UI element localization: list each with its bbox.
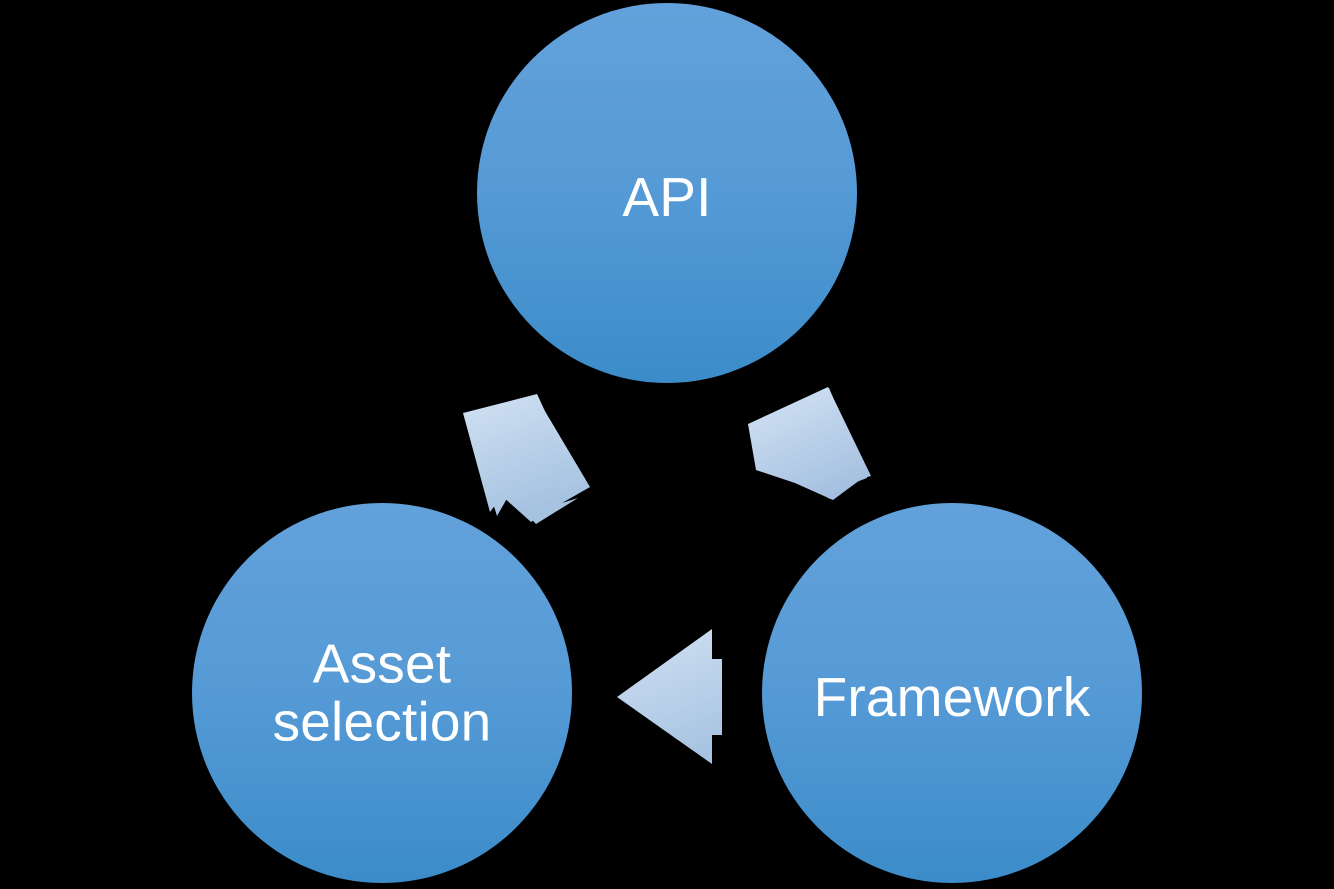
node-circle-asset-selection[interactable] [192, 503, 572, 883]
node-circle-framework[interactable] [762, 503, 1142, 883]
arrow-api-to-framework [748, 387, 871, 500]
arrow-asset-selection-to-api [463, 394, 590, 524]
node-circle-api[interactable] [477, 3, 857, 383]
arrow-framework-to-asset-selection [617, 629, 722, 764]
